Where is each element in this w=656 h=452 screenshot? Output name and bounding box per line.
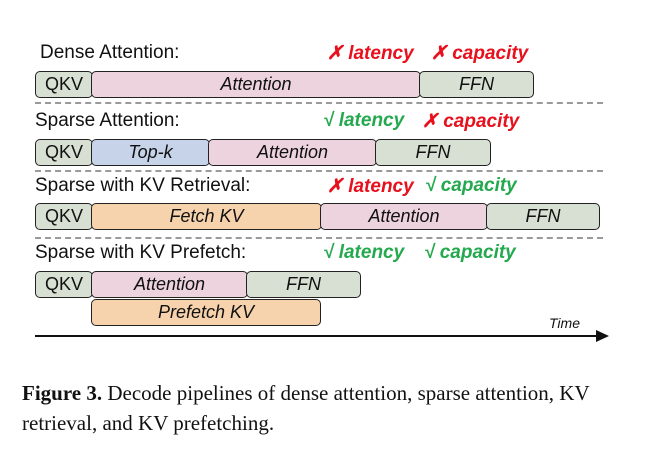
sparse-ffn-block: FFN (375, 139, 491, 166)
latency-status-retrieval: ✗ latency (327, 176, 414, 197)
time-axis-line (35, 335, 600, 337)
retrieval-fetch-kv-block: Fetch KV (91, 203, 322, 230)
time-axis-arrowhead (596, 330, 609, 342)
capacity-status-retrieval: √ capacity (425, 175, 517, 196)
row-title-dense: Dense Attention: (40, 42, 180, 63)
dense-qkv-block: QKV (35, 71, 93, 98)
retrieval-ffn-block: FFN (486, 203, 600, 230)
row-title-prefetch: Sparse with KV Prefetch: (35, 242, 247, 263)
prefetch-ffn-block: FFN (246, 271, 361, 298)
row-title-retrieval: Sparse with KV Retrieval: (35, 175, 251, 196)
capacity-status-sparse: ✗ capacity (422, 111, 520, 132)
latency-status-sparse: √ latency (323, 110, 405, 131)
retrieval-qkv-block: QKV (35, 203, 93, 230)
dense-attention-block: Attention (91, 71, 421, 98)
row-divider (35, 102, 603, 104)
sparse-qkv-block: QKV (35, 139, 93, 166)
retrieval-attention-block: Attention (320, 203, 488, 230)
prefetch-qkv-block: QKV (35, 271, 93, 298)
latency-status-prefetch: √ latency (323, 242, 405, 263)
time-axis-label: Time (549, 315, 580, 331)
prefetch-attention-block: Attention (91, 271, 248, 298)
capacity-status-dense: ✗ capacity (431, 43, 529, 64)
sparse-attention-block: Attention (208, 139, 377, 166)
figure-label: Figure 3. (22, 381, 103, 405)
prefetch-kv-block: Prefetch KV (91, 299, 321, 326)
row-title-sparse: Sparse Attention: (35, 110, 180, 131)
row-divider (35, 170, 603, 172)
capacity-status-prefetch: √ capacity (424, 242, 516, 263)
row-divider (35, 237, 603, 239)
sparse-topk-block: Top-k (91, 139, 210, 166)
caption-text: Decode pipelines of dense attention, spa… (22, 381, 590, 435)
dense-ffn-block: FFN (419, 71, 534, 98)
latency-status-dense: ✗ latency (327, 43, 414, 64)
figure-caption: Figure 3. Decode pipelines of dense atte… (22, 378, 634, 438)
